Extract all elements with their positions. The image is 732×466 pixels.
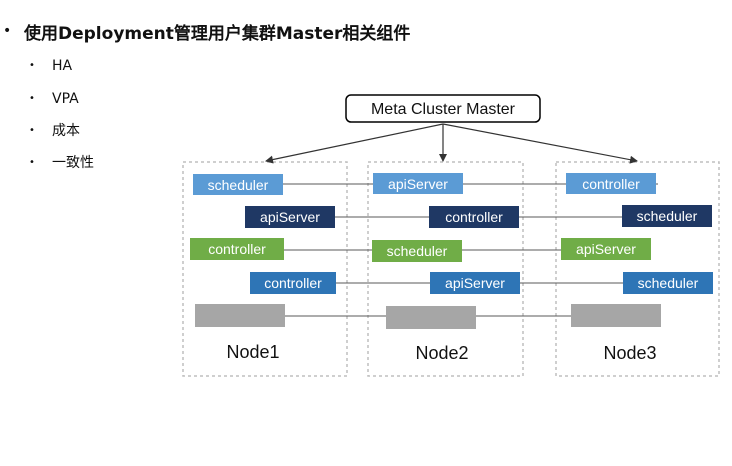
component-box bbox=[622, 205, 712, 227]
component-label: apiServer bbox=[576, 241, 636, 257]
component-label: scheduler bbox=[208, 177, 269, 193]
component-label: controller bbox=[264, 275, 322, 291]
component-label: controller bbox=[445, 209, 503, 225]
node3-label: Node3 bbox=[603, 343, 656, 363]
component-box bbox=[429, 206, 519, 228]
node1-label: Node1 bbox=[226, 342, 279, 362]
component-box bbox=[430, 272, 520, 294]
bullet-dot: • bbox=[29, 60, 35, 71]
component-label: apiServer bbox=[388, 176, 448, 192]
component-label: scheduler bbox=[387, 243, 448, 259]
component-label: apiServer bbox=[260, 209, 320, 225]
component-box bbox=[190, 238, 284, 260]
placeholder-box bbox=[571, 304, 661, 327]
bullet-dot: • bbox=[29, 93, 35, 104]
component-box bbox=[561, 238, 651, 260]
bullet-text: 一致性 bbox=[52, 155, 94, 171]
arrow-to-node3 bbox=[442, 123, 638, 164]
component-label: scheduler bbox=[637, 208, 698, 224]
slide-title: 使用Deployment管理用户集群Master相关组件 bbox=[24, 24, 411, 44]
bullet-text: VPA bbox=[52, 91, 79, 107]
node2-container bbox=[367, 161, 524, 377]
placeholder-box bbox=[386, 306, 476, 329]
node1-container bbox=[182, 161, 348, 377]
component-label: controller bbox=[208, 241, 266, 257]
placeholder-box bbox=[195, 304, 285, 327]
bullet-dot: • bbox=[29, 125, 35, 136]
component-box bbox=[193, 174, 283, 195]
component-box bbox=[566, 173, 656, 194]
bullet-text: HA bbox=[52, 58, 73, 74]
component-label: scheduler bbox=[638, 275, 699, 291]
component-box bbox=[372, 240, 462, 262]
meta-cluster-master-label: Meta Cluster Master bbox=[371, 101, 516, 118]
node3-container bbox=[555, 161, 720, 377]
arrow-to-node1 bbox=[265, 123, 444, 164]
meta-cluster-master-box bbox=[345, 94, 541, 123]
bullet-text: 成本 bbox=[52, 123, 80, 139]
component-label: apiServer bbox=[445, 275, 505, 291]
bullet-dot: • bbox=[29, 157, 35, 168]
component-box bbox=[623, 272, 713, 294]
component-label: controller bbox=[582, 176, 640, 192]
component-box bbox=[250, 272, 336, 294]
component-box bbox=[245, 206, 335, 228]
title-bullet-dot: • bbox=[3, 23, 12, 39]
component-box bbox=[373, 173, 463, 194]
node2-label: Node2 bbox=[415, 343, 468, 363]
